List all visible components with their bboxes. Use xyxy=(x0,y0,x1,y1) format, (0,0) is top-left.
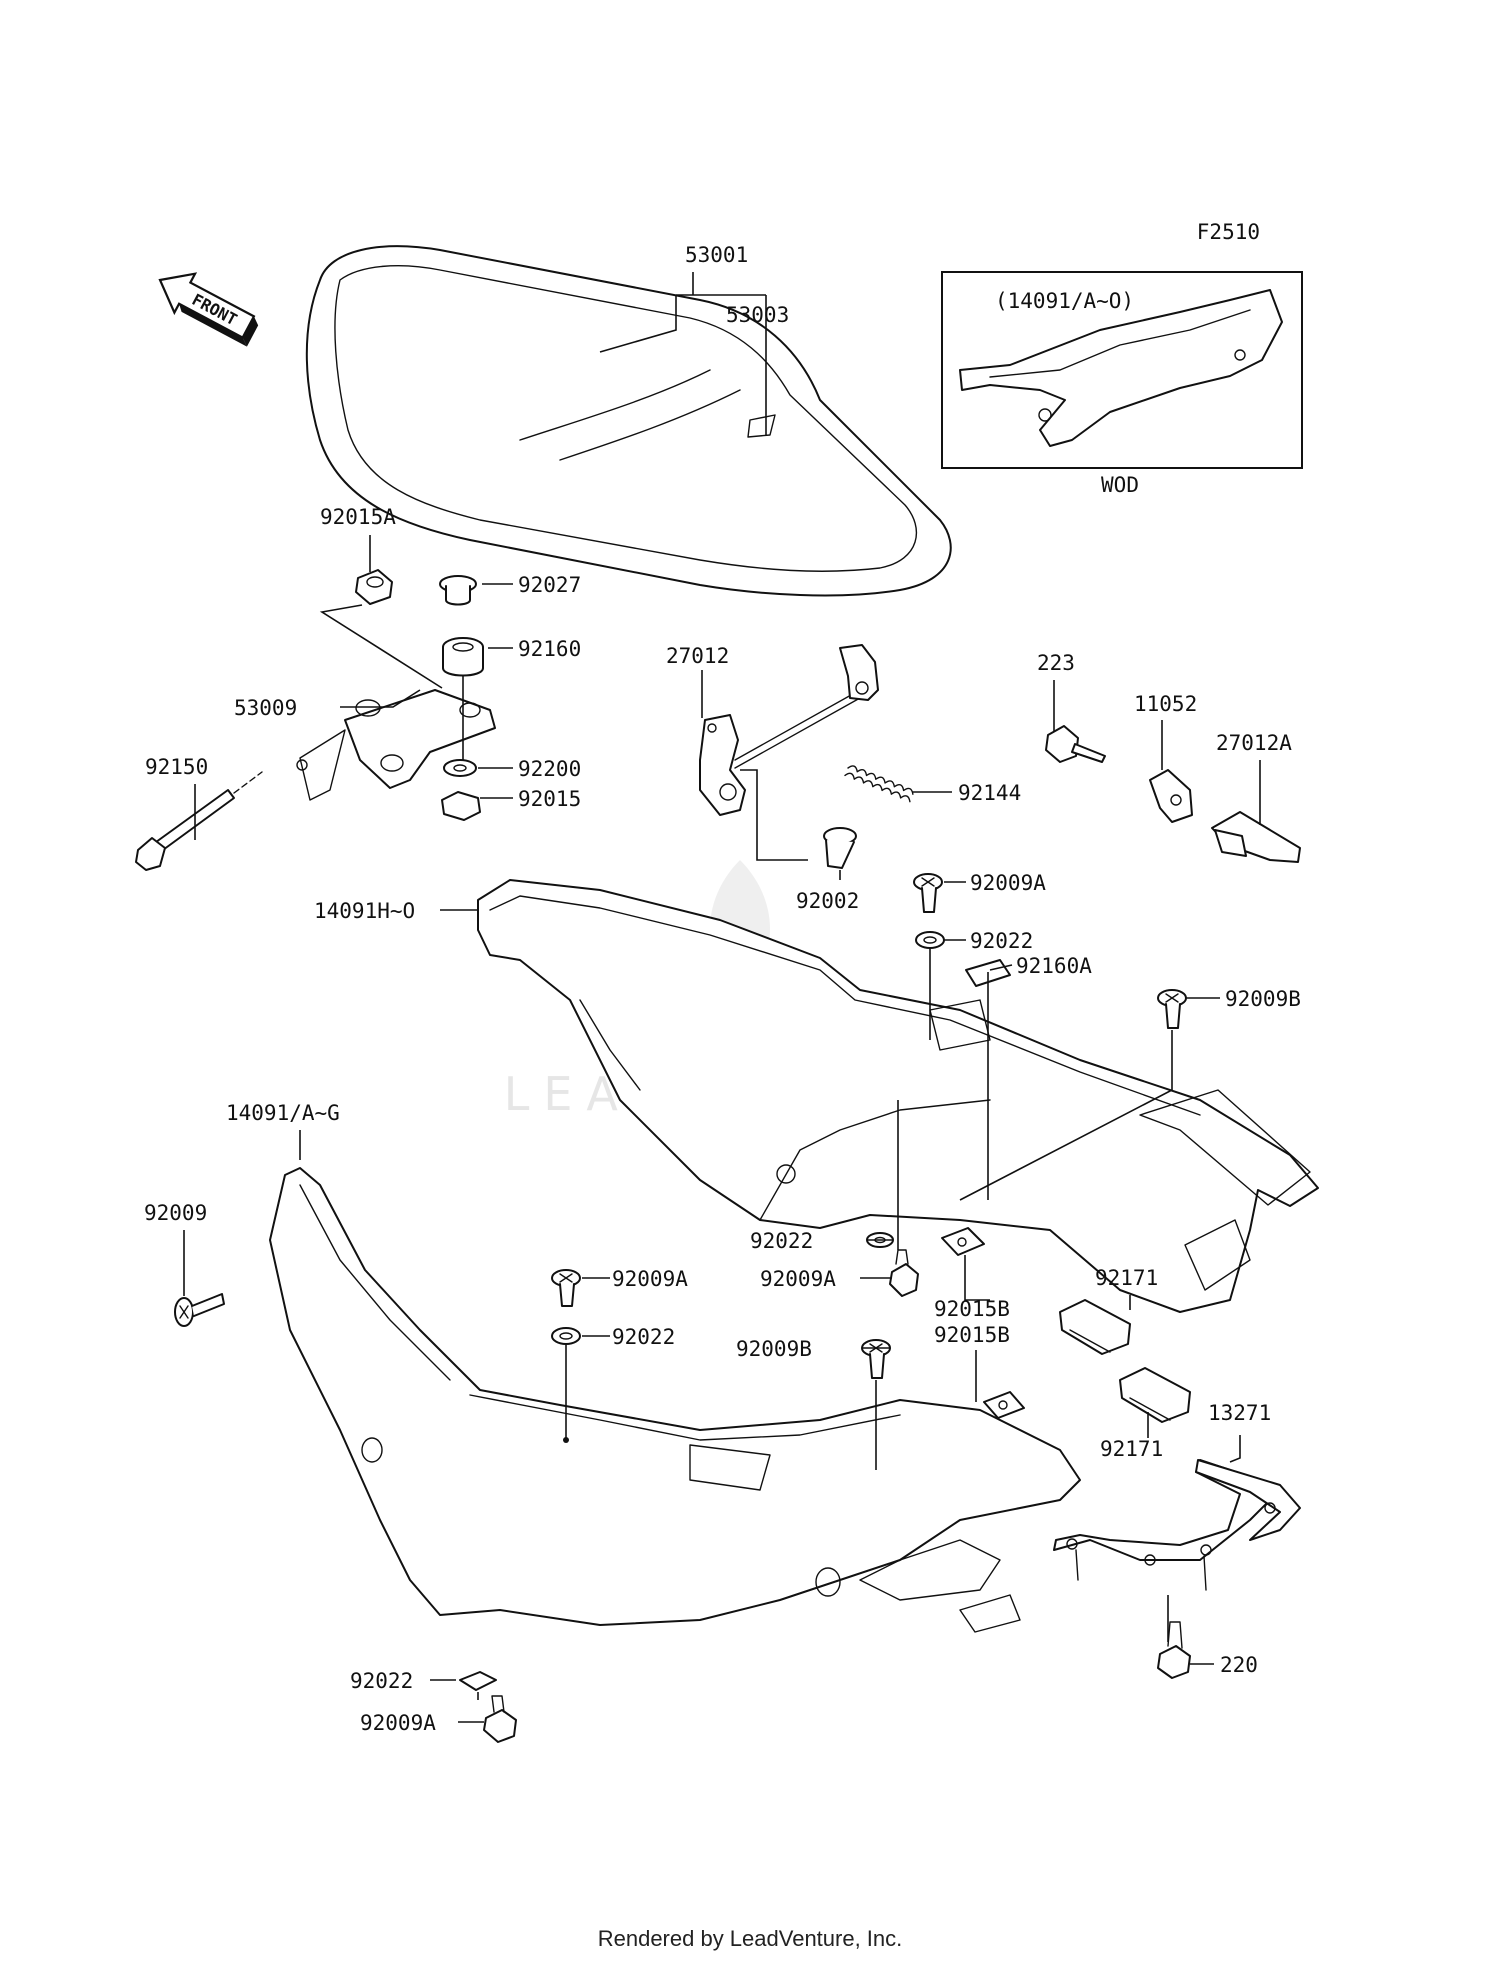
spring-92144 xyxy=(844,765,914,803)
label-13271: 13271 xyxy=(1208,1401,1271,1425)
inset-title: (14091/A~O) xyxy=(995,289,1134,313)
pin-92002 xyxy=(823,827,857,869)
label-27012: 27012 xyxy=(666,644,729,668)
label-92002: 92002 xyxy=(796,889,859,913)
label-220: 220 xyxy=(1220,1653,1258,1677)
seat-hinge-bracket xyxy=(296,689,496,801)
nut-92015 xyxy=(441,791,481,821)
label-223: 223 xyxy=(1037,651,1075,675)
rear-bracket xyxy=(1053,1459,1301,1591)
label-92200: 92200 xyxy=(518,757,581,781)
clip-92015B-lower xyxy=(983,1391,1025,1419)
part-labels: 53001 53003 92015A 92027 92160 53009 921… xyxy=(144,243,1301,1735)
washer-92200 xyxy=(443,759,477,777)
label-92160: 92160 xyxy=(518,637,581,661)
washer-92022-bottom xyxy=(459,1671,497,1691)
diagram-code: F2510 xyxy=(1197,220,1260,244)
grommet-92027 xyxy=(439,575,477,606)
footer-credit: Rendered by LeadVenture, Inc. xyxy=(597,1926,903,1951)
label-92144: 92144 xyxy=(958,781,1021,805)
label-92009B-1: 92009B xyxy=(1225,987,1301,1011)
label-27012A: 27012A xyxy=(1216,731,1292,755)
label-11052: 11052 xyxy=(1134,692,1197,716)
label-92009A-1: 92009A xyxy=(970,871,1046,895)
clip-92171-lower xyxy=(1119,1367,1191,1423)
bolt-220 xyxy=(1157,1621,1191,1679)
label-53009: 53009 xyxy=(234,696,297,720)
label-92015B-1: 92015B xyxy=(934,1297,1010,1321)
side-cover xyxy=(269,1167,1081,1633)
screw-92009B-lower xyxy=(861,1339,891,1379)
grommet-92160 xyxy=(442,637,484,677)
label-92009A-3: 92009A xyxy=(612,1267,688,1291)
label-92160A: 92160A xyxy=(1016,954,1092,978)
strap-27012A xyxy=(1211,811,1301,863)
leader-lines xyxy=(183,272,1261,1723)
screw-92009A-lower xyxy=(551,1269,581,1307)
clip-92015B-upper xyxy=(941,1227,985,1256)
label-92009A-2: 92009A xyxy=(760,1267,836,1291)
bracket-11052 xyxy=(1149,769,1193,823)
screw-92009A-bottom xyxy=(483,1695,517,1743)
nut-92015A xyxy=(355,569,393,605)
inset-box: (14091/A~O) WOD xyxy=(941,271,1303,497)
label-92009B-2: 92009B xyxy=(736,1337,812,1361)
label-92015A: 92015A xyxy=(320,505,396,529)
label-53003: 53003 xyxy=(726,303,789,327)
label-53001: 53001 xyxy=(685,243,748,267)
washer-92022-upper xyxy=(915,931,945,949)
label-92022-1: 92022 xyxy=(970,929,1033,953)
screw-92009B-upper xyxy=(1157,989,1187,1029)
label-92022-4: 92022 xyxy=(350,1669,413,1693)
label-92009: 92009 xyxy=(144,1201,207,1225)
label-92015B-2: 92015B xyxy=(934,1323,1010,1347)
seat-lock-lever xyxy=(699,644,879,816)
label-92171-2: 92171 xyxy=(1100,1437,1163,1461)
bolt-223 xyxy=(1045,725,1106,763)
washer-92022-lower xyxy=(551,1327,581,1345)
inner-cover xyxy=(477,879,1319,1313)
label-92027: 92027 xyxy=(518,573,581,597)
screw-92009A-mid xyxy=(889,1249,919,1297)
screw-92009-side xyxy=(174,1293,225,1327)
seat xyxy=(305,245,952,597)
front-arrow-icon: FRONT xyxy=(158,272,259,347)
label-92150: 92150 xyxy=(145,755,208,779)
clip-92171-upper xyxy=(1059,1299,1131,1355)
label-14091AG: 14091/A~G xyxy=(226,1101,340,1125)
bolt-92150 xyxy=(135,771,263,871)
label-92171-1: 92171 xyxy=(1095,1266,1158,1290)
inset-caption: WOD xyxy=(1101,473,1139,497)
label-92022-3: 92022 xyxy=(612,1325,675,1349)
screw-92009A-upper xyxy=(913,873,943,913)
label-14091H: 14091H~O xyxy=(314,899,415,923)
label-92009A-4: 92009A xyxy=(360,1711,436,1735)
label-92015: 92015 xyxy=(518,787,581,811)
label-92022-2: 92022 xyxy=(750,1229,813,1253)
